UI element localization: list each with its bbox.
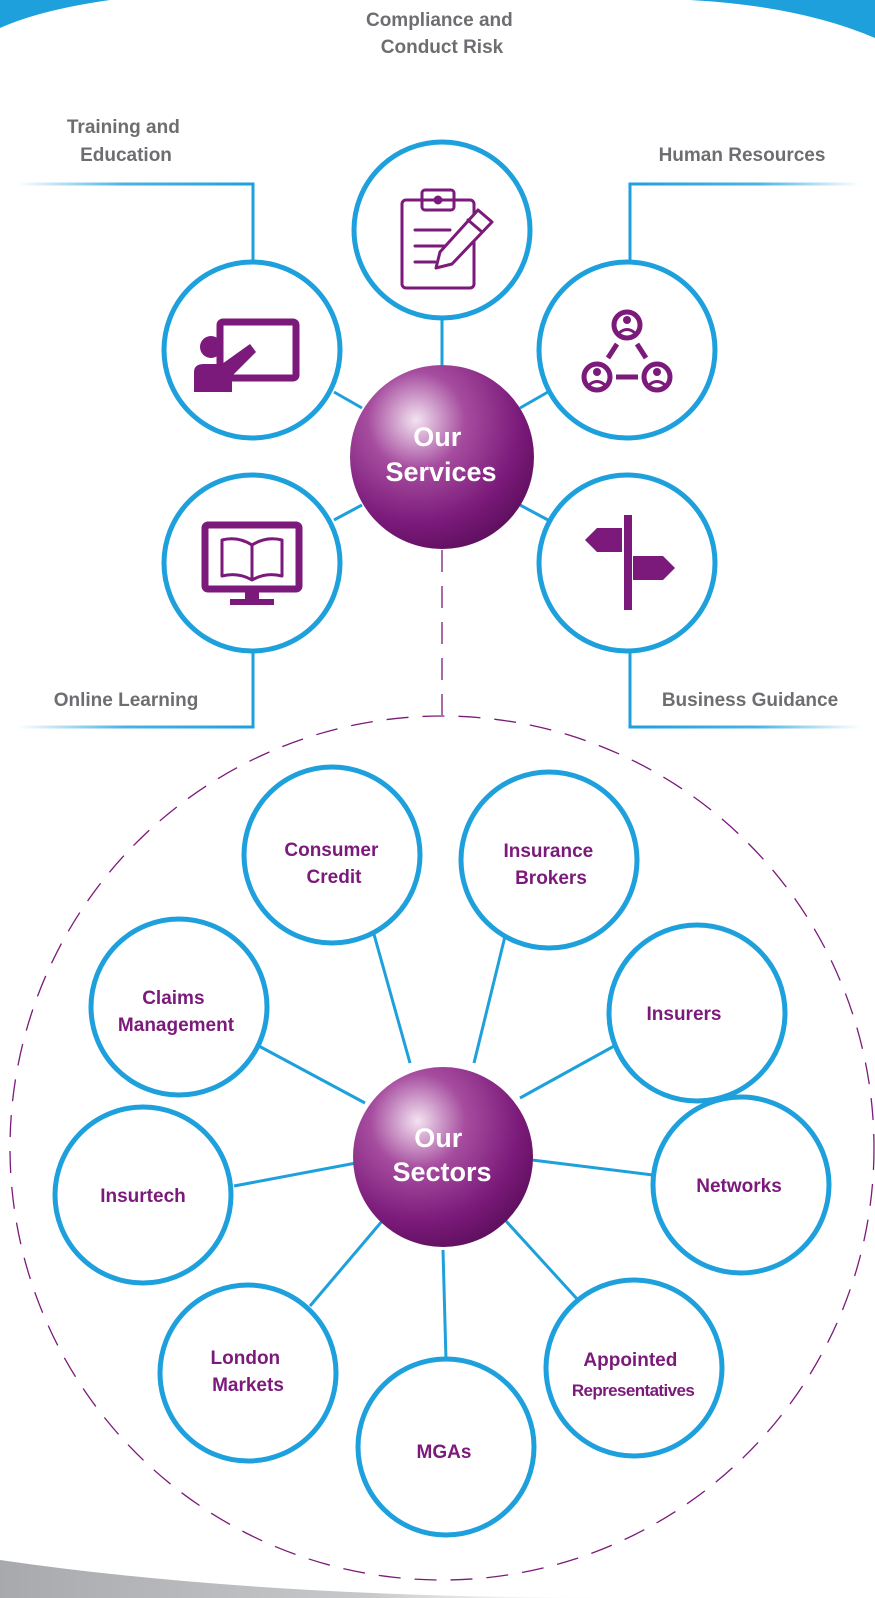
people-network-icon	[581, 309, 673, 393]
connector-hr	[628, 182, 860, 275]
label-appointed-representatives-line-2: Representatives	[572, 1381, 694, 1400]
label-london-markets-line-2: Markets	[212, 1375, 284, 1396]
label-online: Online Learning	[54, 690, 199, 711]
services-hub	[350, 365, 534, 549]
connector-guidance	[628, 645, 860, 729]
label-guidance: Business Guidance	[662, 690, 838, 711]
services-hub-line-2: Services	[385, 457, 496, 487]
sectors-boundary	[9, 715, 875, 1581]
label-claims-management-line-2: Management	[118, 1015, 235, 1036]
label-training: Training and Education	[67, 117, 185, 166]
label-consumer-credit-line-1: Consumer	[284, 840, 379, 861]
sector-node-networks	[650, 1094, 832, 1276]
label-consumer-credit-line-2: Credit	[307, 867, 363, 888]
sectors-connectors	[233, 919, 654, 1361]
label-london-markets: London Markets	[211, 1348, 286, 1396]
label-compliance-line-2: Conduct Risk	[381, 37, 504, 58]
connector-hr-hub	[519, 390, 549, 410]
sector-node-insurance-brokers	[458, 769, 640, 951]
connector-guidance-hub	[519, 503, 549, 522]
label-mgas-line-1: MGAs	[417, 1442, 472, 1463]
sectors-hub	[353, 1067, 533, 1247]
label-mgas: MGAs	[417, 1442, 472, 1463]
label-hr-line-1: Human Resources	[659, 145, 826, 166]
spoke-networks	[531, 1158, 654, 1177]
presenter-board-icon	[194, 318, 300, 392]
label-training-line-2: Education	[80, 145, 172, 166]
label-claims-management-line-1: Claims	[142, 988, 204, 1009]
services-hub-line-1: Our	[413, 422, 461, 452]
label-networks: Networks	[696, 1176, 782, 1197]
spoke-mgas	[441, 1249, 448, 1361]
sectors-hub-line-1: Our	[414, 1123, 462, 1153]
label-online-line-1: Online Learning	[54, 690, 199, 711]
sector-node-london-markets	[157, 1282, 339, 1464]
spoke-london-markets	[308, 1219, 385, 1307]
label-insurance-brokers-line-1: Insurance	[503, 841, 593, 862]
sector-node-mgas	[355, 1356, 537, 1538]
spoke-insurers	[519, 1038, 626, 1100]
sector-node-claims-management	[88, 916, 270, 1098]
sectors-hub-label: Our Sectors	[392, 1123, 491, 1187]
signpost-icon	[585, 515, 675, 610]
sectors-hub-line-2: Sectors	[392, 1157, 491, 1187]
label-insurtech: Insurtech	[100, 1186, 186, 1207]
label-hr: Human Resources	[659, 145, 826, 166]
label-training-line-1: Training and	[67, 117, 180, 138]
services-connectors	[18, 68, 860, 729]
corner-swoosh-right	[690, 0, 875, 38]
label-london-markets-line-1: London	[211, 1348, 281, 1369]
label-compliance-line-1: Compliance and	[366, 10, 513, 31]
label-claims-management: Claims Management	[118, 988, 235, 1036]
sector-node-consumer-credit	[241, 764, 423, 946]
spoke-appointed-representatives	[503, 1218, 580, 1302]
spoke-insurance-brokers	[472, 919, 511, 1064]
sector-node-insurtech	[52, 1104, 234, 1286]
label-insurtech-line-1: Insurtech	[100, 1186, 186, 1207]
label-appointed-representatives: Appointed Representatives	[572, 1350, 694, 1400]
label-guidance-line-1: Business Guidance	[662, 690, 838, 711]
connector-training	[18, 182, 255, 275]
label-insurers: Insurers	[647, 1004, 722, 1025]
bottom-grey-band	[0, 1560, 620, 1598]
monitor-book-icon	[201, 521, 303, 605]
spoke-claims-management	[256, 1043, 366, 1105]
sector-node-appointed-representatives	[543, 1277, 725, 1459]
spoke-insurtech	[233, 1161, 357, 1188]
clipboard-pen-icon	[400, 188, 494, 290]
label-insurance-brokers: Insurance Brokers	[503, 841, 598, 889]
label-appointed-representatives-line-1: Appointed	[583, 1350, 677, 1371]
sector-node-insurers	[606, 922, 788, 1104]
label-compliance: Compliance and Conduct Risk	[366, 10, 518, 58]
label-insurance-brokers-line-2: Brokers	[515, 868, 587, 889]
connector-training-hub	[333, 390, 363, 410]
label-networks-line-1: Networks	[696, 1176, 782, 1197]
connector-online	[18, 645, 255, 729]
label-insurers-line-1: Insurers	[647, 1004, 722, 1025]
label-consumer-credit: Consumer Credit	[284, 840, 383, 888]
service-node-hr	[536, 259, 718, 441]
connector-online-hub	[333, 503, 363, 522]
spoke-consumer-credit	[368, 919, 412, 1064]
services-hub-label: Our Services	[385, 422, 496, 487]
corner-swoosh-left	[0, 0, 110, 28]
sectors-nodes	[52, 764, 832, 1538]
